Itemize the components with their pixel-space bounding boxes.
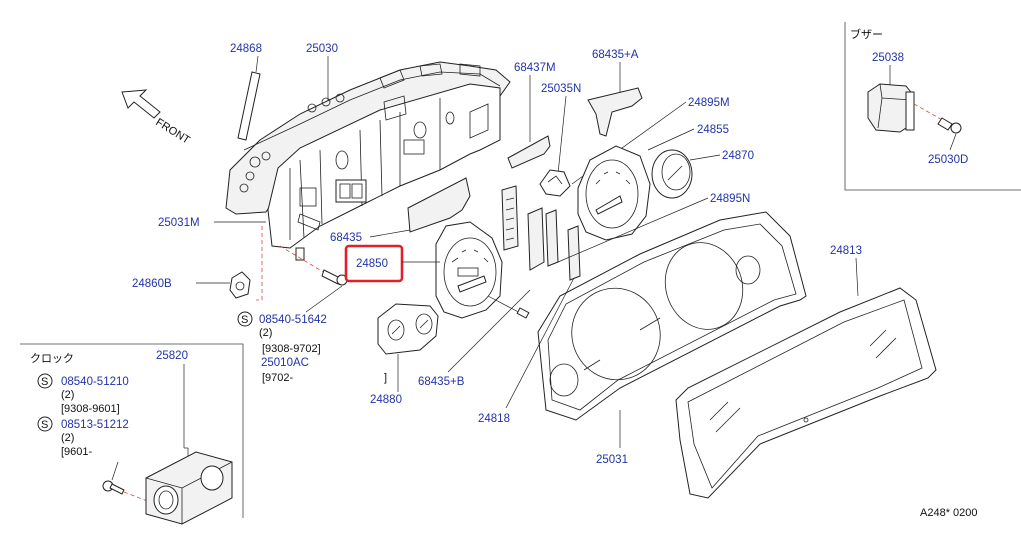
front-arrow-icon: FRONT [121,89,192,147]
clip-part-24860B [229,271,251,299]
gauge-part-24880 [377,303,439,355]
clock-screw2-range: [9601- [61,446,93,458]
part-label-25030[interactable]: 25030 [306,43,338,55]
part-label-25031[interactable]: 25031 [596,454,628,466]
part-label-68435[interactable]: 68435 [330,232,362,244]
part-label-08540-51642[interactable]: 08540-51642 [259,314,327,326]
part-label-24855[interactable]: 24855 [697,124,729,136]
housing-guide-line [256,226,263,301]
part-label-24880[interactable]: 24880 [370,394,402,406]
part-label-24870[interactable]: 24870 [722,150,754,162]
part-label-24895N[interactable]: 24895N [710,193,750,205]
clock-screw1-qty: (2) [61,389,74,401]
main-screw-range1: [9308-9702] [262,343,321,355]
panel-part-68435B [527,207,545,271]
buzzer-part [867,83,915,133]
strip-part-24895N [545,209,559,267]
buzzer-inset: ブザー 25038 25030D [844,22,1021,191]
part-label-68435A[interactable]: 68435+A [592,49,639,61]
panel-part-68437M [507,135,551,169]
main-screw-range2: [9702- [262,372,294,384]
part-label-24860B[interactable]: 24860B [132,278,172,290]
main-screw-badge: S [241,314,248,326]
panel-part-68435A [587,87,643,137]
part-label-25820[interactable]: 25820 [156,350,188,362]
highlight-box-24850 [344,244,404,283]
part-label-25038[interactable]: 25038 [872,52,904,64]
footer-code: A248* 0200 [920,507,978,519]
part-label-25030D[interactable]: 25030D [928,154,968,166]
screw-badge-icon [237,311,253,327]
speedometer-part-24850 [435,221,530,319]
part-label-08513-51212[interactable]: 08513-51212 [61,419,129,431]
strip-part-24818 [567,225,581,281]
part-label-08540-51210[interactable]: 08540-51210 [61,376,129,388]
clock-screw1-badge: S [41,376,48,388]
rod-part-24868 [237,71,261,141]
clock-screw2-qty: (2) [61,432,74,444]
part-label-25035N[interactable]: 25035N [541,83,581,95]
main-screw-range2-close: ] [384,372,387,384]
socket-part-25035N [539,169,571,197]
screw-guide-line [279,245,331,277]
clock-part [145,451,233,525]
glass-lens-part-24813 [675,287,937,499]
buzzer-screw [937,117,962,134]
screw-part-main [321,269,348,286]
main-screw-qty: (2) [259,327,272,339]
panel-part-68435 [407,177,471,233]
clock-screw1-range: [9308-9601] [61,403,120,415]
part-label-68437M[interactable]: 68437M [514,62,556,74]
front-bezel-part-25031 [537,211,807,421]
part-label-24895M[interactable]: 24895M [688,97,730,109]
buzzer-inset-title: ブザー [850,27,883,41]
part-label-24813[interactable]: 24813 [830,245,862,257]
clock-inset: クロック 25820 S 08540-51210 (2) [9308-9601]… [20,343,244,525]
screw-badge-icon [37,416,53,432]
strip-part-25035N-base [501,185,519,251]
part-label-68435B[interactable]: 68435+B [418,376,465,388]
front-label: FRONT [153,116,192,146]
part-label-25010AC[interactable]: 25010AC [261,357,309,369]
clock-inset-title: クロック [30,352,74,365]
clock-inset-border [20,343,244,518]
part-label-24868[interactable]: 24868 [230,43,262,55]
buzzer-inset-border [844,22,1021,191]
clock-screw [102,480,125,495]
clock-screw2-badge: S [41,419,48,431]
screw-badge-icon [37,373,53,389]
part-label-25031M[interactable]: 25031M [158,217,200,229]
part-label-24850[interactable]: 24850 [356,258,388,270]
part-label-24818[interactable]: 24818 [478,413,510,425]
inner-housing-part [267,83,501,261]
tachometer-part-24855 [577,145,651,241]
gauge-part-24870 [651,149,693,199]
